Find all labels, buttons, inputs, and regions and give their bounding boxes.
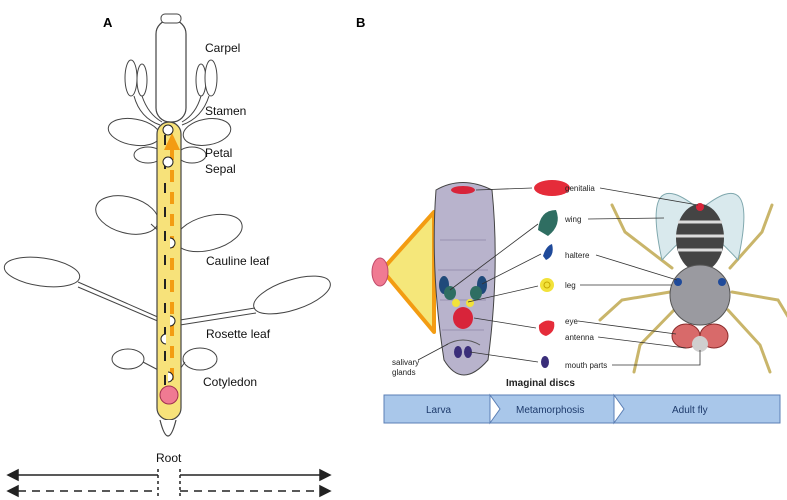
stage-adult-fly: Adult fly: [672, 405, 708, 416]
magnifier-cone: [371, 210, 436, 334]
salivary-pointer: [417, 343, 449, 361]
growth-arrowhead: [164, 133, 180, 150]
label-genitalia: genitalia: [565, 184, 595, 193]
stage-divider-2: [613, 393, 625, 425]
label-carpel: Carpel: [205, 41, 240, 55]
petals: [107, 117, 232, 164]
disc-connectors: [449, 187, 542, 363]
imaginal-discs: [534, 180, 570, 368]
label-leg: leg: [565, 281, 576, 290]
label-sepal: Sepal: [205, 162, 236, 176]
label-mouth-parts: mouth parts: [565, 361, 607, 370]
axis-arrows: [6, 468, 332, 498]
stage-larva: Larva: [426, 405, 451, 416]
label-stamen: Stamen: [205, 104, 246, 118]
stage-bar: Larva Metamorphosis Adult fly: [383, 393, 781, 425]
label-cauline-leaf: Cauline leaf: [206, 254, 270, 268]
rosette-leaves: [3, 256, 331, 373]
fly-connectors: [577, 187, 701, 366]
label-rosette-leaf: Rosette leaf: [206, 327, 271, 341]
cauline-leaves: [95, 195, 243, 253]
node-markers: [160, 124, 176, 383]
stigma-shape: [160, 13, 182, 24]
label-antenna: antenna: [565, 333, 594, 342]
label-root: Root: [156, 451, 182, 465]
adult-fly: [598, 192, 787, 374]
stamens: [124, 59, 218, 126]
label-haltere: haltere: [565, 251, 590, 260]
root-shape: [159, 419, 177, 437]
label-eye: eye: [565, 317, 578, 326]
label-salivary: salivary: [392, 358, 419, 367]
panel-a-letter: A: [103, 15, 113, 30]
label-petal: Petal: [205, 146, 232, 160]
cotyledon-seed: [159, 385, 179, 405]
stage-divider-1: [489, 393, 501, 425]
plant-diagram: [3, 13, 331, 437]
carpel-shape: [155, 19, 187, 123]
stage-bar-bg: [383, 394, 781, 424]
label-cotyledon: Cotyledon: [203, 375, 257, 389]
label-wing: wing: [564, 215, 581, 224]
label-glands: glands: [392, 368, 416, 377]
stage-metamorphosis: Metamorphosis: [516, 405, 584, 416]
panel-b-letter: B: [356, 15, 365, 30]
label-imaginal-discs: Imaginal discs: [506, 378, 575, 389]
